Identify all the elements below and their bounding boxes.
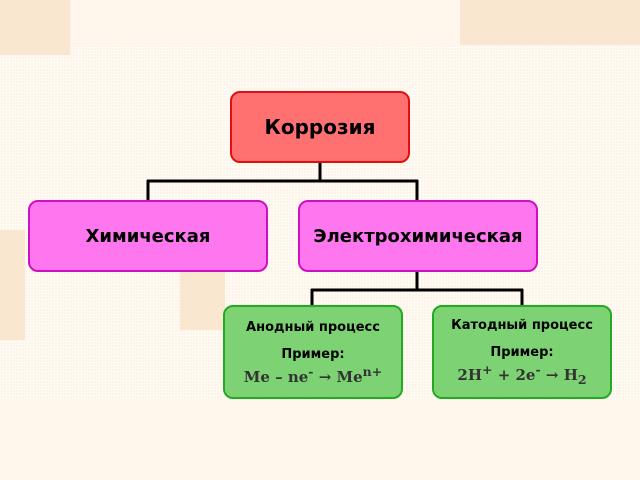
corrosion-node: Коррозия — [230, 91, 410, 163]
cathodic-process-node: Катодный процесс Пример: 2H+ + 2e- → H2 — [432, 305, 612, 399]
anodic-title: Анодный процесс — [246, 319, 380, 335]
background-patch — [460, 0, 640, 45]
anodic-formula: Me – ne- → Men+ — [243, 363, 383, 386]
electrochemical-node: Электрохимическая — [298, 200, 538, 272]
cathodic-title: Катодный процесс — [451, 317, 593, 333]
anodic-process-node: Анодный процесс Пример: Me – ne- → Men+ — [223, 305, 403, 399]
background-patch — [70, 0, 460, 45]
background-patch — [0, 400, 640, 480]
chemical-label: Химическая — [85, 225, 211, 247]
cathodic-example-label: Пример: — [490, 344, 554, 360]
background-patch — [0, 0, 70, 55]
electrochemical-label: Электрохимическая — [313, 225, 523, 247]
anodic-example-label: Пример: — [281, 346, 345, 362]
corrosion-label: Коррозия — [264, 115, 376, 139]
background-patch — [0, 230, 25, 340]
chemical-node: Химическая — [28, 200, 268, 272]
background-patch — [180, 270, 225, 330]
cathodic-formula: 2H+ + 2e- → H2 — [457, 361, 587, 387]
